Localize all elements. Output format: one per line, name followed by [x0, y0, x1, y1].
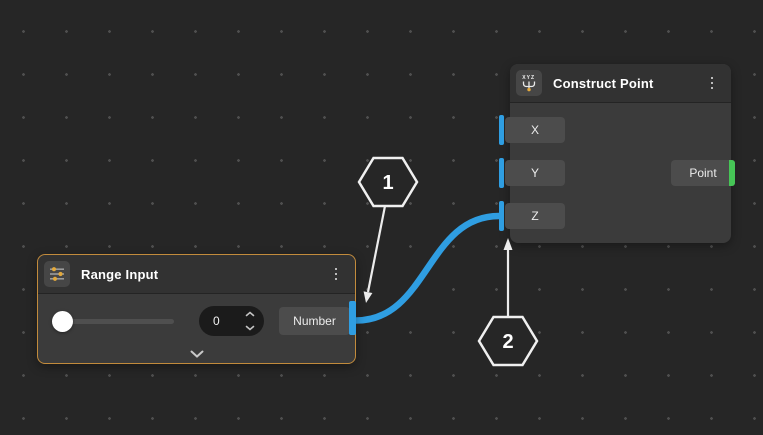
- stepper-value: 0: [213, 314, 220, 328]
- z-input-label: Z: [531, 209, 539, 223]
- sliders-icon: [44, 261, 70, 287]
- y-input-socket[interactable]: Y: [505, 160, 565, 186]
- x-input-port[interactable]: [499, 115, 504, 145]
- x-input-socket[interactable]: X: [505, 117, 565, 143]
- construct-point-node[interactable]: XYZ Construct Point X Y Z Point: [499, 64, 735, 243]
- z-input-socket[interactable]: Z: [505, 203, 565, 229]
- svg-text:XYZ: XYZ: [522, 75, 535, 81]
- chevron-down-icon[interactable]: [189, 349, 205, 359]
- range-input-node[interactable]: Range Input 0 Number: [37, 254, 356, 364]
- stepper-up-icon[interactable]: [245, 311, 255, 317]
- y-input-label: Y: [530, 166, 539, 180]
- node-title: Range Input: [81, 266, 159, 282]
- node-title: Construct Point: [553, 75, 654, 91]
- point-output-label: Point: [689, 166, 717, 180]
- kebab-menu-icon[interactable]: [329, 265, 343, 283]
- z-input-port[interactable]: [499, 201, 504, 231]
- range-input-node-header[interactable]: Range Input: [38, 255, 355, 294]
- point-output-port[interactable]: [729, 160, 735, 186]
- number-output-port[interactable]: [349, 301, 356, 335]
- stepper-down-icon[interactable]: [245, 325, 255, 331]
- kebab-menu-icon[interactable]: [705, 74, 719, 92]
- number-output-socket[interactable]: Number: [279, 307, 350, 335]
- y-input-port[interactable]: [499, 158, 504, 188]
- number-output-label: Number: [293, 314, 336, 328]
- connection-wire-number-to-z[interactable]: [352, 212, 503, 324]
- xyz-construct-point-icon: XYZ: [516, 70, 542, 96]
- construct-point-node-header[interactable]: XYZ Construct Point: [510, 64, 731, 103]
- point-output-socket[interactable]: Point: [671, 160, 735, 186]
- value-stepper[interactable]: 0: [199, 306, 264, 336]
- range-slider-track[interactable]: [55, 319, 174, 324]
- range-slider-knob[interactable]: [52, 311, 73, 332]
- x-input-label: X: [530, 123, 539, 137]
